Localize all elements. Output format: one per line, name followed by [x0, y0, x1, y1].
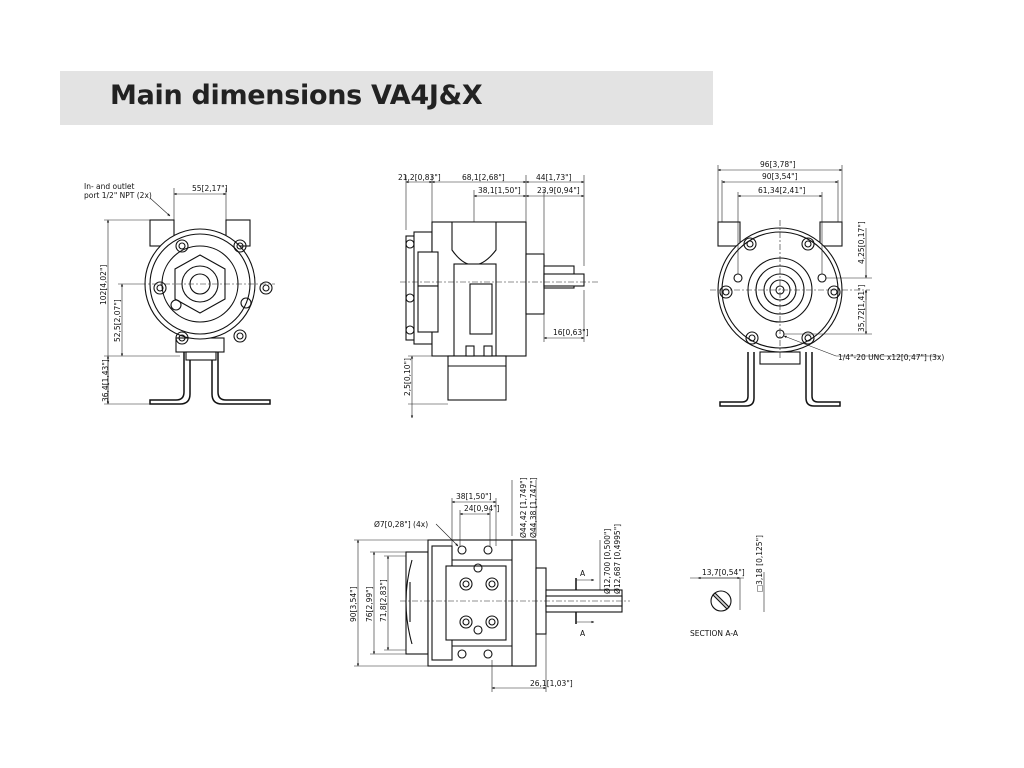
top-view: 38[1,50"] 24[0,94"] Ø7[0,28"] (4x) Ø44,4… [349, 477, 630, 692]
section-marker-top: A [580, 569, 586, 578]
dim-shaft-protrusion: 26,1[1,03"] [530, 679, 573, 688]
dim-key-depth: 13,7[0,54"] [702, 568, 745, 577]
rear-view: 96[3,78"] 90[3,54"] 61,34[2,41"] 4,25[0,… [710, 160, 944, 407]
port-note-line1: In- and outlet [84, 182, 135, 191]
dim-port-spacing: 55[2,17"] [192, 184, 228, 193]
page-title: Main dimensions VA4J&X [110, 80, 483, 111]
dim-hole-span: 61,34[2,41"] [758, 186, 806, 195]
dim-inner-body: 38,1[1,50"] [478, 186, 521, 195]
dim-holes: Ø7[0,28"] (4x) [374, 520, 428, 529]
title-band: Main dimensions VA4J&X [60, 71, 713, 125]
dim-hole-spacing-outer: 38[1,50"] [456, 492, 492, 501]
dim-shaft-min: Ø12,687 [0,4995"] [613, 524, 622, 594]
dim-top-offset: 4,25[0,17"] [857, 221, 866, 264]
dim-total-height: 102[4,02"] [99, 265, 108, 305]
dim-foot-outer: 76[2,99"] [365, 586, 374, 622]
dim-shaft-total: 44[1,73"] [536, 173, 572, 182]
dim-pilot-max: Ø44,42 [1,749"] [519, 477, 528, 538]
dim-bolt-span: 90[3,54"] [762, 172, 798, 181]
dim-hole-spacing-inner: 24[0,94"] [464, 504, 500, 513]
dim-flange: 21,2[0,83"] [398, 173, 441, 182]
dim-shaft-max: Ø12,700 [0,500"] [603, 529, 612, 594]
port-note-line2: port 1/2" NPT (2x) [84, 191, 152, 200]
dim-body: 68,1[2,68"] [462, 173, 505, 182]
dim-base: 2,5[0,10"] [403, 358, 412, 396]
thread-note: 1/4"-20 UNC x12[0,47"] (3x) [838, 353, 944, 362]
dim-total-width: 90[3,54"] [349, 586, 358, 622]
dim-foot-inner: 71,8[2,83"] [379, 579, 388, 622]
dim-pilot-min: Ø44,38 [1,747"] [529, 477, 538, 538]
dim-foot-height: 36,4[1,43"] [101, 359, 110, 402]
side-view: 21,2[0,83"] 68,1[2,68"] 44[1,73"] 38,1[1… [398, 173, 600, 419]
section-marker-bottom: A [580, 629, 586, 638]
dim-key-width: □3,18 [0,125"] [755, 535, 764, 592]
section-a-a: 13,7[0,54"] □3,18 [0,125"] SECTION A-A [690, 535, 765, 638]
section-label: SECTION A-A [690, 629, 739, 638]
dim-rear-width: 96[3,78"] [760, 160, 796, 169]
dim-shaft-length: 16[0,63"] [553, 328, 589, 337]
dim-center-height: 52,5[2,07"] [113, 299, 122, 342]
dim-mid-offset: 35,72[1,41"] [857, 284, 866, 332]
dim-shaft-offset: 23,9[0,94"] [537, 186, 580, 195]
front-view: 55[2,17"] In- and outlet port 1/2" NPT (… [84, 182, 275, 405]
